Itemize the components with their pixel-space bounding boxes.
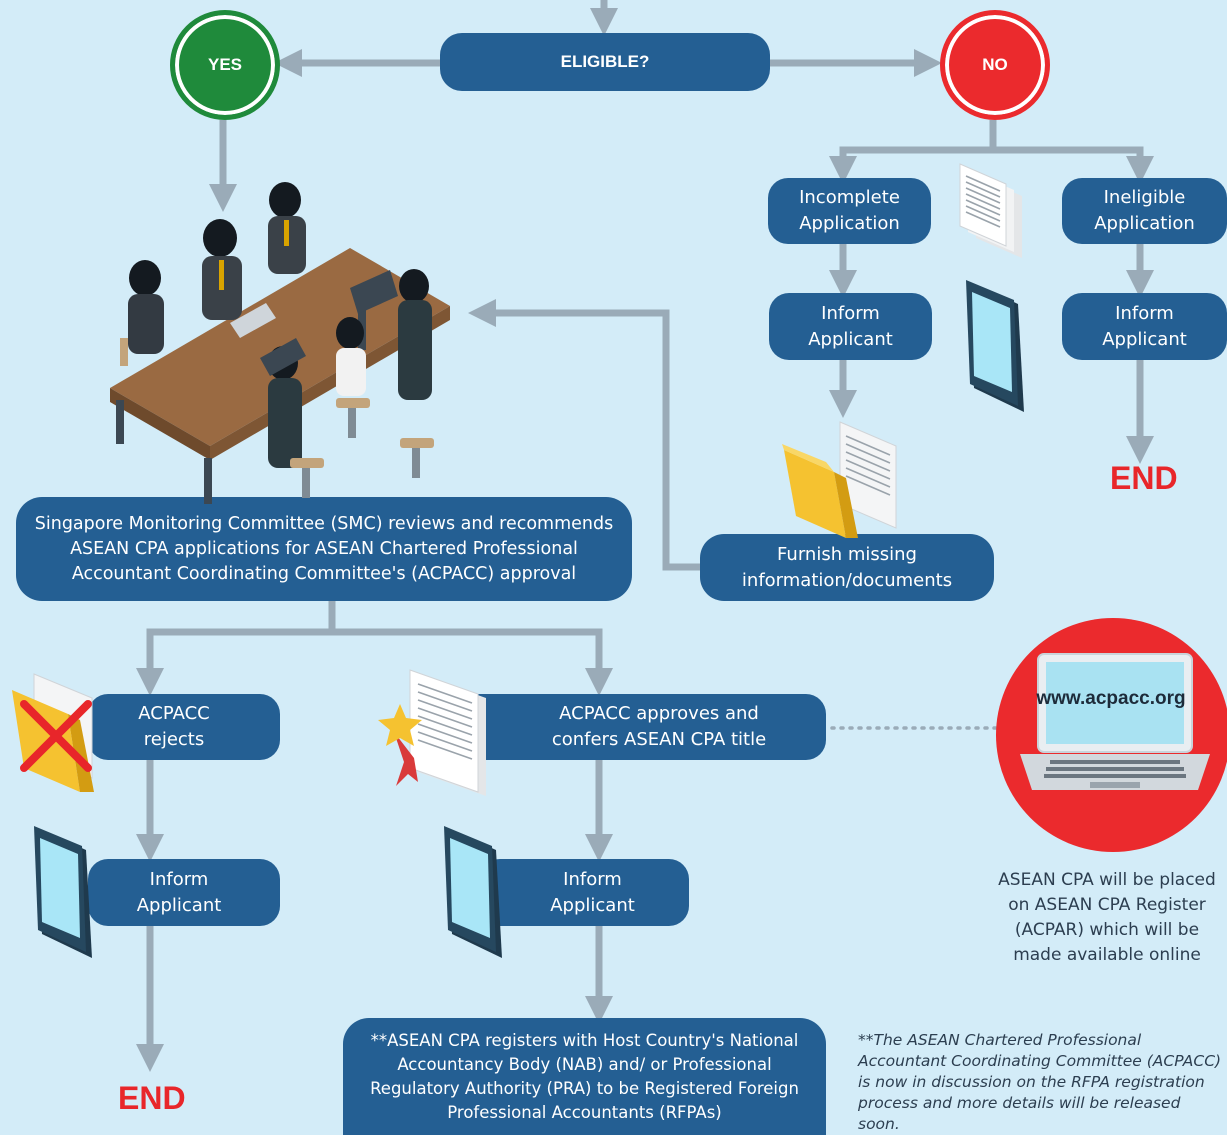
inform-applicant-incomplete-box: Inform Applicant: [769, 293, 932, 360]
eligible-label: ELIGIBLE?: [560, 52, 650, 71]
tablet-icon: [34, 826, 92, 958]
ineligible-application-box: Ineligible Application: [1062, 178, 1227, 244]
acpacc-approves-box: ACPACC approves and confers ASEAN CPA ti…: [440, 694, 826, 760]
no-label: NO: [982, 55, 1008, 74]
acpacc-rejects-box: ACPACC rejects: [88, 694, 280, 760]
inform-applicant-label: Inform Applicant: [808, 302, 893, 350]
register-rfpa-box: **ASEAN CPA registers with Host Country'…: [343, 1018, 826, 1135]
certificate-icon: [378, 669, 486, 796]
end-label-right: END: [1110, 460, 1178, 496]
end-label-left: END: [118, 1080, 186, 1116]
footnote: **The ASEAN Chartered Professional Accou…: [858, 1031, 1222, 1133]
rejected-folder-icon: [12, 673, 94, 792]
furnish-missing-box: Furnish missing information/documents: [700, 534, 994, 601]
website-url: www.acpacc.org: [1036, 688, 1186, 709]
inform-applicant-label: Inform Applicant: [1102, 302, 1187, 350]
tablet-icon: [966, 280, 1024, 412]
folder-icon: [782, 421, 897, 538]
smc-review-label: Singapore Monitoring Committee (SMC) rev…: [34, 513, 614, 584]
yes-label: YES: [207, 55, 243, 74]
yes-circle: YES: [170, 10, 280, 120]
eligible-decision-box: ELIGIBLE?: [440, 33, 770, 91]
inform-applicant-rejects-box: Inform Applicant: [88, 859, 280, 926]
no-circle: NO: [940, 10, 1050, 120]
inform-applicant-approves-box: Inform Applicant: [480, 859, 689, 926]
register-note: ASEAN CPA will be placed on ASEAN CPA Re…: [998, 870, 1216, 965]
acpacc-approves-label: ACPACC approves and confers ASEAN CPA ti…: [551, 703, 767, 750]
tablet-icon: [444, 826, 502, 958]
smc-review-box: Singapore Monitoring Committee (SMC) rev…: [16, 497, 632, 601]
register-rfpa-label: **ASEAN CPA registers with Host Country'…: [370, 1030, 799, 1122]
incomplete-application-label: Incomplete Application: [799, 187, 900, 234]
laptop-icon: [1020, 653, 1210, 790]
inform-applicant-label: Inform Applicant: [136, 868, 222, 916]
ineligible-application-label: Ineligible Application: [1094, 187, 1195, 234]
furnish-missing-label: Furnish missing information/documents: [741, 543, 953, 591]
inform-applicant-ineligible-box: Inform Applicant: [1062, 293, 1227, 360]
meeting-illustration: [110, 182, 450, 504]
inform-applicant-label: Inform Applicant: [550, 868, 635, 916]
acpacc-rejects-label: ACPACC rejects: [138, 703, 210, 750]
document-stack-icon: [959, 163, 1022, 258]
incomplete-application-box: Incomplete Application: [768, 178, 931, 244]
